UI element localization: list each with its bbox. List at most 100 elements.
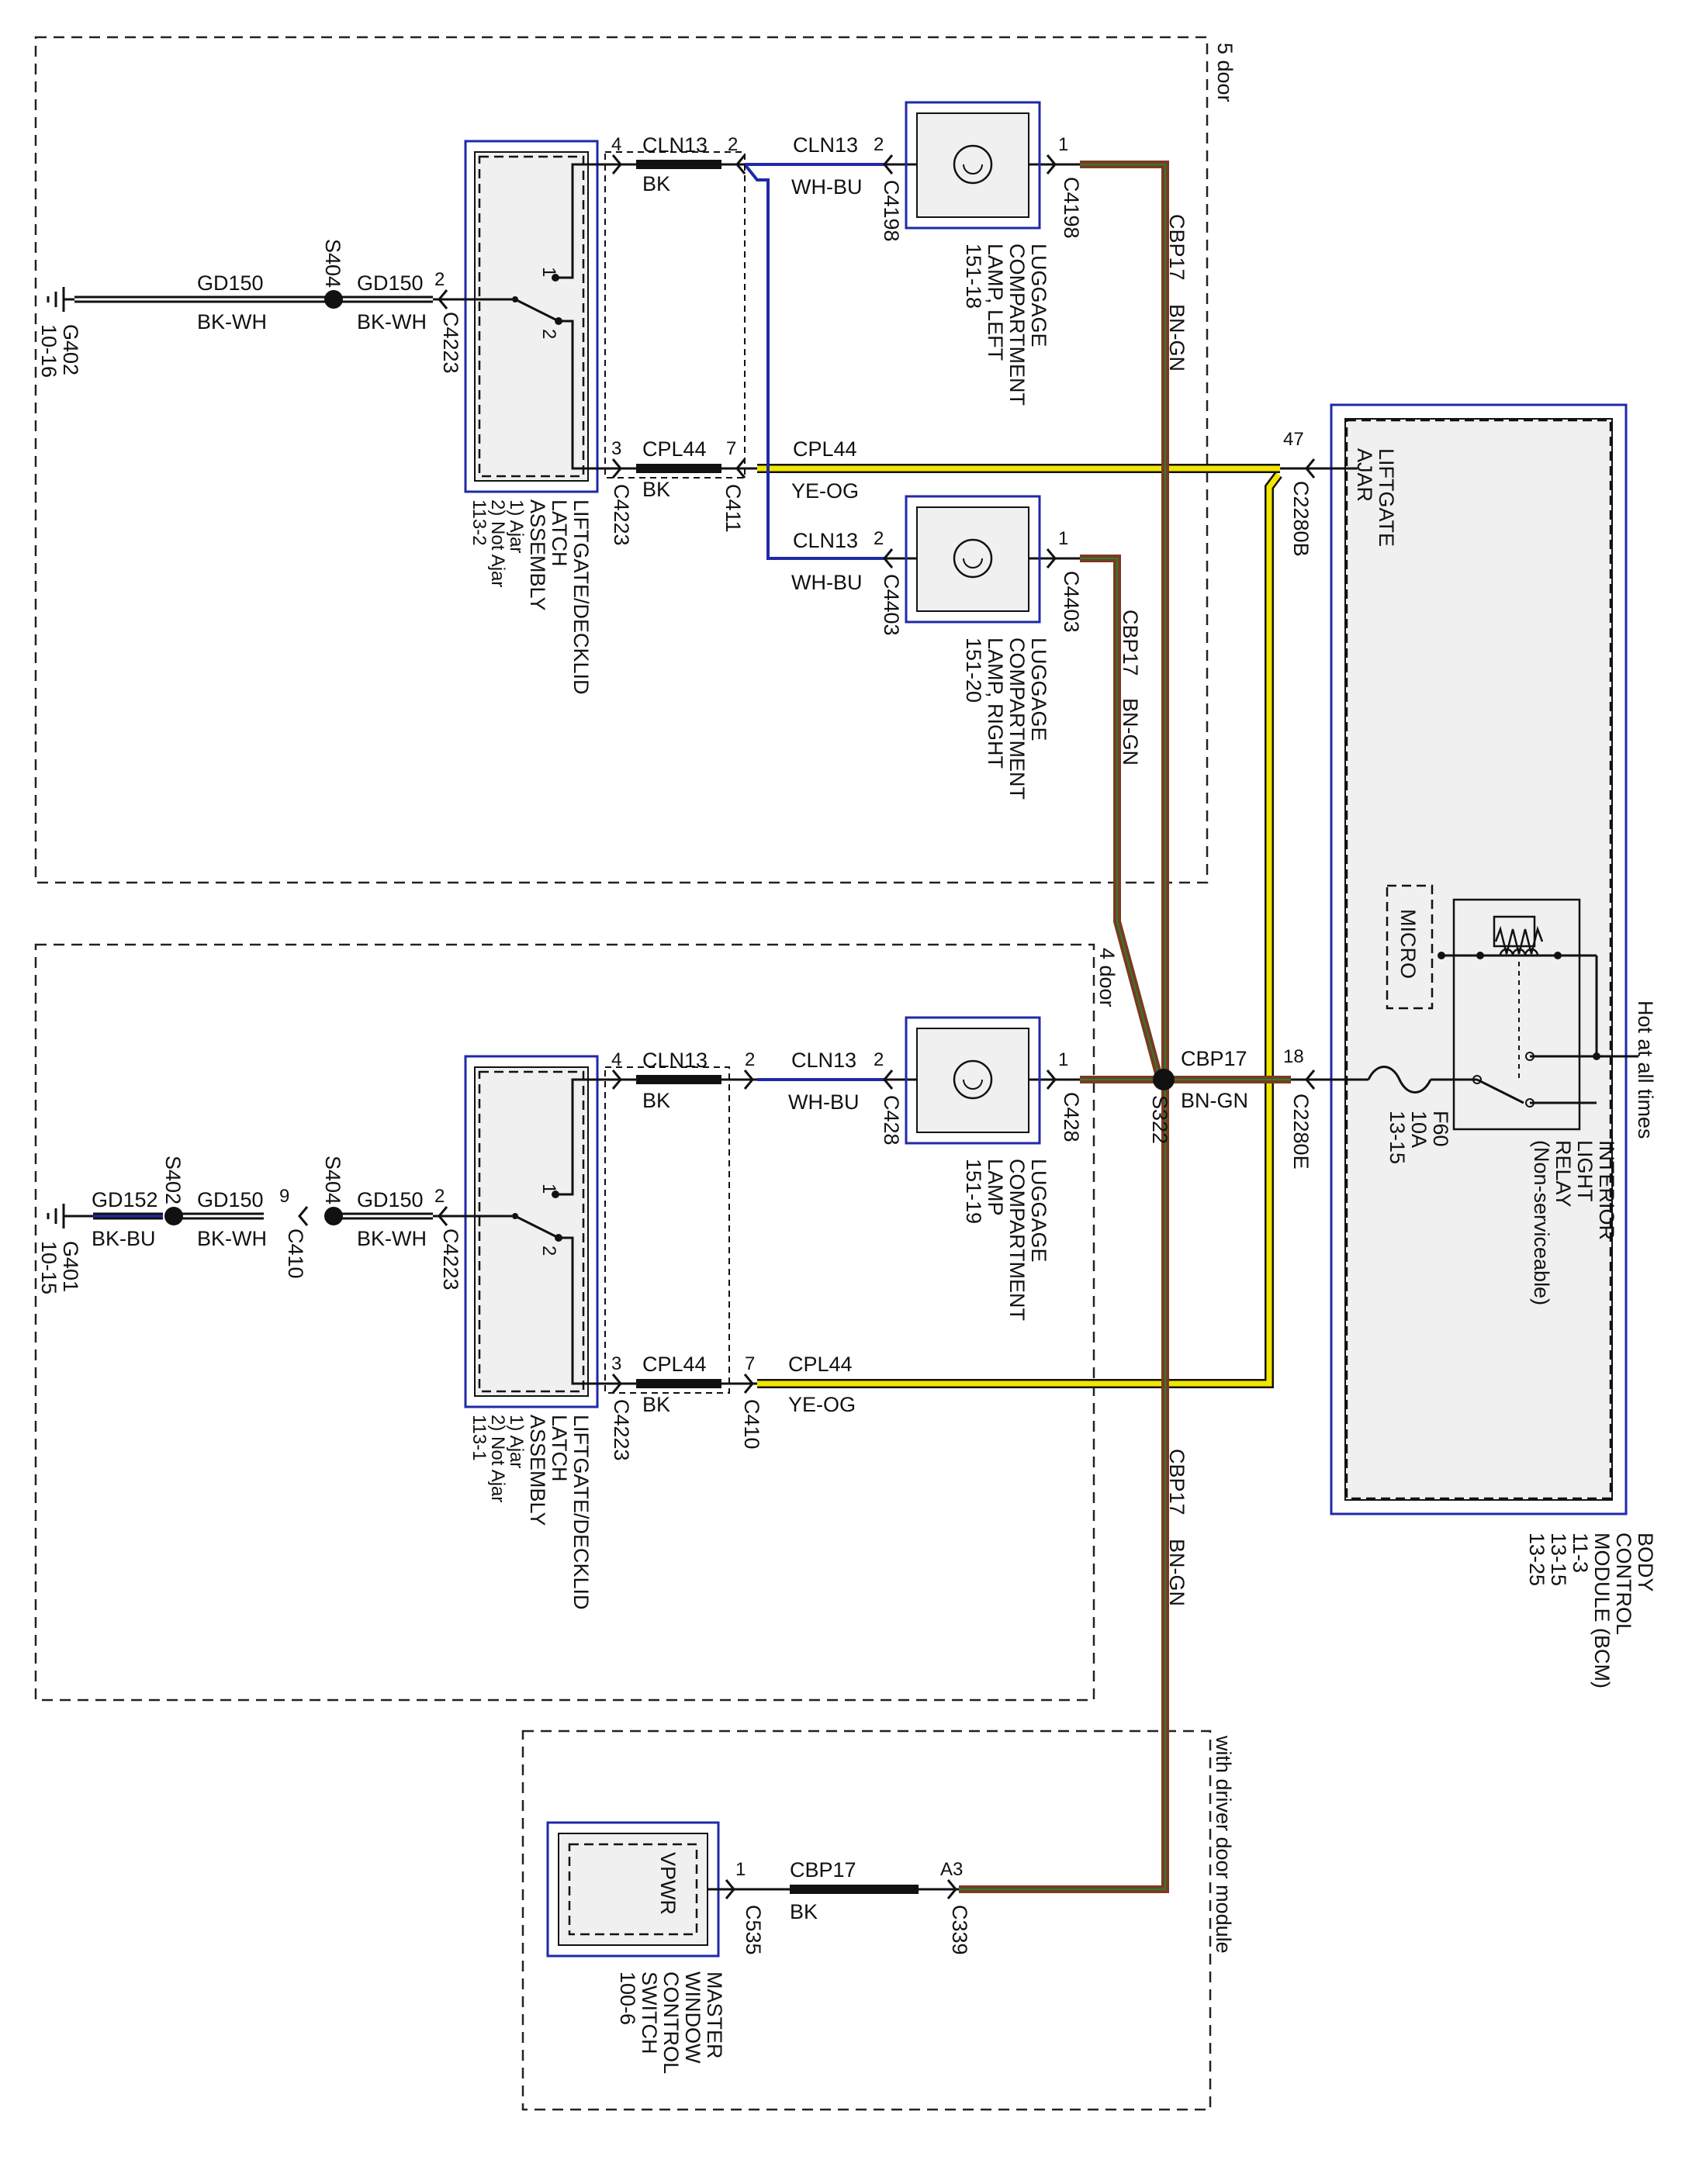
latch-5door-label-3: ASSEMBLY [526,499,549,611]
splice-s404-5door [324,290,343,309]
lamp-right-label-1: LUGGAGE [1027,638,1050,741]
conn-c411: C411 [721,484,745,533]
pin-2-a: 2 [728,134,738,155]
splice-s404-4door-label: S404 [321,1156,344,1204]
lamp-right-label-2: COMPARTMENT [1005,638,1029,800]
lamp-right-bulb-icon [953,538,993,579]
wire-label-gd150-a: GD150 [197,271,264,295]
bcm-label-3: MODULE (BCM) [1590,1533,1614,1688]
conn-c2280e: C2280E [1289,1094,1313,1170]
wire-label-gd152: GD152 [92,1188,158,1211]
latch-assembly-5door: 1 2 [433,140,605,493]
ground-g401-label-1: G401 [59,1241,82,1292]
bcm-label-6: 13-25 [1525,1533,1548,1586]
lamp-right-label-3: LAMP, RIGHT [984,638,1007,769]
hot-at-all-times-label: Hot at all times [1634,1000,1657,1139]
relay-label-3: RELAY [1552,1140,1575,1208]
wire-label-gd150-c: GD150 [197,1188,264,1211]
relay-box [1452,898,1581,1131]
latch-4door-label-4: 1) Ajar [506,1415,527,1468]
wire-label-cln13-e: CLN13 [791,1049,856,1072]
splice-s402 [164,1207,183,1225]
relay-label-4: (Non-serviceable) [1530,1140,1553,1305]
master-switch-label-4: SWITCH [638,1971,661,2054]
relay-label-1: INTERIOR [1595,1140,1618,1240]
master-switch-label-2: WINDOW [681,1971,704,2064]
latch-4door-label-5: 2) Not Ajar [487,1415,508,1502]
lamp-4door-label-4: 151-19 [962,1159,985,1224]
bcm-label-5: 13-15 [1547,1533,1570,1586]
wire-color-bkbu: BK-BU [92,1227,156,1250]
section-5door-label: 5 door [1213,43,1237,102]
wire-label-cbp17-e: CBP17 [790,1858,856,1882]
harness-c411-outline [604,151,746,479]
latch-4door-pos1: 1 [538,1184,559,1194]
latch-4door-label-2: LATCH [548,1415,571,1482]
wire-cpl44-4door [757,472,1281,1387]
pin-2-d: 2 [745,1049,755,1070]
wire-label-cpl44-b: CPL44 [793,437,857,461]
ground-g402-label-1: G402 [59,324,82,375]
section-driver-door-label: with driver door module [1212,1735,1235,1954]
master-switch-label-3: CONTROL [659,1971,683,2074]
pin-2-e: 2 [874,1049,884,1070]
splice-s322-label: S322 [1148,1095,1171,1144]
micro-label: MICRO [1396,909,1420,979]
wire-color-bk-e: BK [790,1900,818,1923]
connector-pin-marks [298,154,1316,1899]
wire-label-cbp17-b: CBP17 [1119,610,1142,676]
pin-47: 47 [1283,429,1304,450]
wire-color-bkwh-a: BK-WH [197,310,267,333]
fuse-icon [1367,1066,1432,1094]
wire-label-cln13-a: CLN13 [642,133,708,157]
relay-coil-icon [1499,948,1539,956]
pin-a3: A3 [940,1859,963,1880]
bcm-module: LIFTGATE AJAR MICRO INTERIOR LIGHT RELAY… [1303,403,1657,1515]
pin-18: 18 [1283,1046,1304,1067]
wire-label-cbp17-d: CBP17 [1165,1449,1188,1515]
wire-bk-cbp17-switch [790,1885,919,1894]
lamp-left [905,101,1041,230]
pin-2-c: 2 [874,528,884,549]
pin-7-b: 7 [745,1353,755,1374]
section-4door-frame [34,943,1095,1702]
wire-color-bk-a: BK [642,172,670,195]
relay-label-2: LIGHT [1573,1140,1597,1202]
vpwr-label: VPWR [656,1852,680,1915]
conn-c535: C535 [742,1905,765,1955]
pin-1-b: 1 [1058,528,1068,549]
conn-c339: C339 [948,1905,971,1955]
lamp-right-label-4: 151-20 [962,638,985,703]
lamp-4door-label-1: LUGGAGE [1027,1159,1050,1263]
conn-c4198-a: C4198 [880,180,903,242]
pin-7-a: 7 [726,438,736,459]
latch-5door-label-4: 1) Ajar [506,499,527,553]
conn-c410-b: C410 [740,1399,763,1450]
section-5door-frame [34,36,1209,884]
latch-5door-pos2: 2 [538,329,559,339]
pin-1-c: 1 [1058,1049,1068,1070]
conn-c428-b: C428 [1060,1092,1083,1142]
relay-switch-arm [1476,1078,1524,1104]
pin-9: 9 [279,1186,289,1207]
latch-5door-label-1: LIFTGATE/DECKLID [569,499,593,695]
latch-5door-label-2: LATCH [548,499,571,567]
wire-color-bkwh-d: BK-WH [357,1227,427,1250]
pin-1-d: 1 [735,1859,746,1880]
lamp-left-label-3: LAMP, LEFT [984,244,1007,361]
wire-color-bk-b: BK [642,478,670,501]
splice-s322 [1153,1069,1175,1090]
pin-2-b: 2 [874,134,884,155]
bcm-label-4: 11-3 [1569,1533,1592,1573]
master-window-switch: VPWR [546,1821,737,1958]
section-4door-label: 4 door [1095,948,1119,1007]
wire-color-yeog-b: YE-OG [788,1393,856,1416]
wire-color-whbu-b: WH-BU [791,571,862,594]
lamp-4door-label-3: LAMP [984,1159,1007,1216]
conn-c4223-b: C4223 [610,484,633,546]
wire-color-bk-d: BK [642,1393,670,1416]
wire-label-cln13-d: CLN13 [642,1049,708,1072]
conn-c428-a: C428 [880,1095,903,1146]
lamp-4door-label-2: COMPARTMENT [1005,1159,1029,1321]
